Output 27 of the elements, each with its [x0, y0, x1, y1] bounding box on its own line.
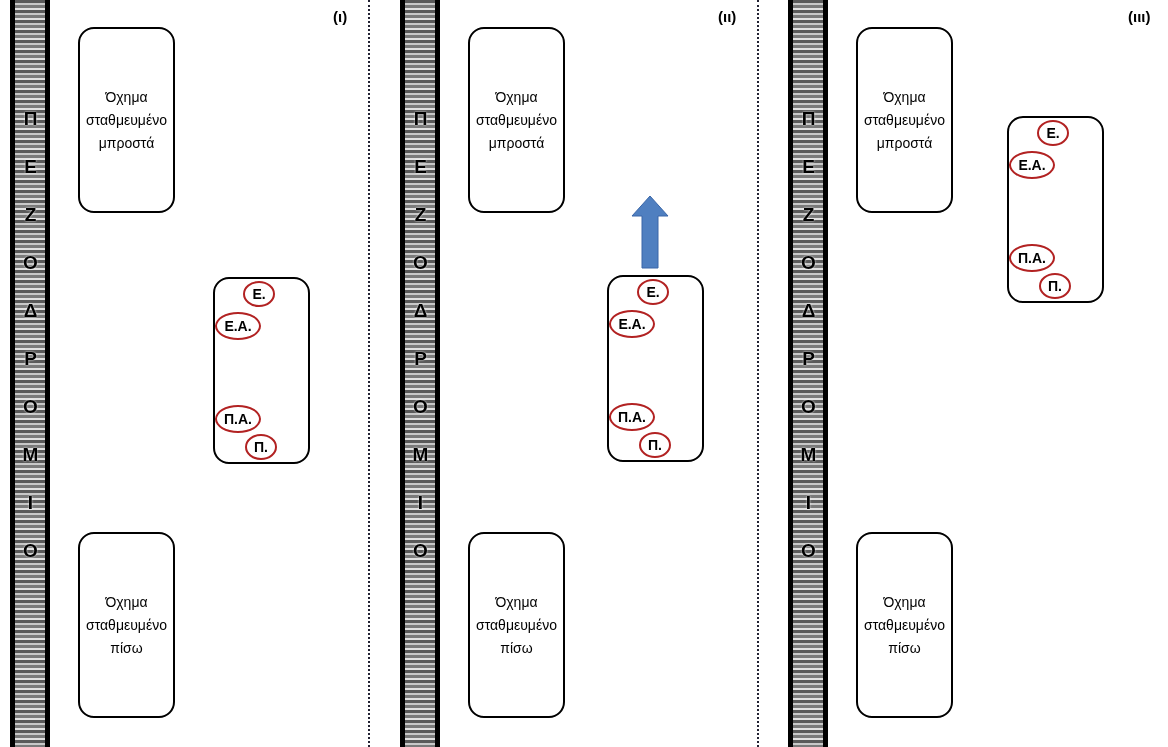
panel-label: (ιι) — [718, 8, 737, 25]
position-marker: Π.Α. — [1009, 244, 1055, 272]
position-marker: Ε. — [637, 279, 669, 305]
parked-vehicle-box: Όχημα σταθμευμένο πίσω — [856, 532, 953, 718]
parked-vehicle-box: Όχημα σταθμευμένο μπροστά — [856, 27, 953, 213]
vehicle-box — [1007, 116, 1104, 303]
position-marker: Ε. — [243, 281, 275, 307]
position-marker: Ε.Α. — [609, 310, 655, 338]
position-marker: Π. — [639, 432, 671, 458]
position-marker: Π.Α. — [215, 405, 261, 433]
parked-vehicle-box: Όχημα σταθμευμένο μπροστά — [468, 27, 565, 213]
panel-label: (ι) — [333, 8, 348, 25]
position-marker: Π.Α. — [609, 403, 655, 431]
position-marker: Ε.Α. — [215, 312, 261, 340]
vehicle-box — [607, 275, 704, 462]
vehicle-box — [213, 277, 310, 464]
sidewalk-strip: ΠΕΖΟΔΡΟΜΙΟ — [10, 0, 50, 747]
panel-label: (ιιι) — [1128, 8, 1151, 25]
sidewalk-strip: ΠΕΖΟΔΡΟΜΙΟ — [400, 0, 440, 747]
sidewalk-strip: ΠΕΖΟΔΡΟΜΙΟ — [788, 0, 828, 747]
position-marker: Ε.Α. — [1009, 151, 1055, 179]
position-marker: Π. — [1039, 273, 1071, 299]
position-marker: Π. — [245, 434, 277, 460]
position-marker: Ε. — [1037, 120, 1069, 146]
parked-vehicle-box: Όχημα σταθμευμένο πίσω — [468, 532, 565, 718]
parked-vehicle-box: Όχημα σταθμευμένο πίσω — [78, 532, 175, 718]
parked-vehicle-box: Όχημα σταθμευμένο μπροστά — [78, 27, 175, 213]
